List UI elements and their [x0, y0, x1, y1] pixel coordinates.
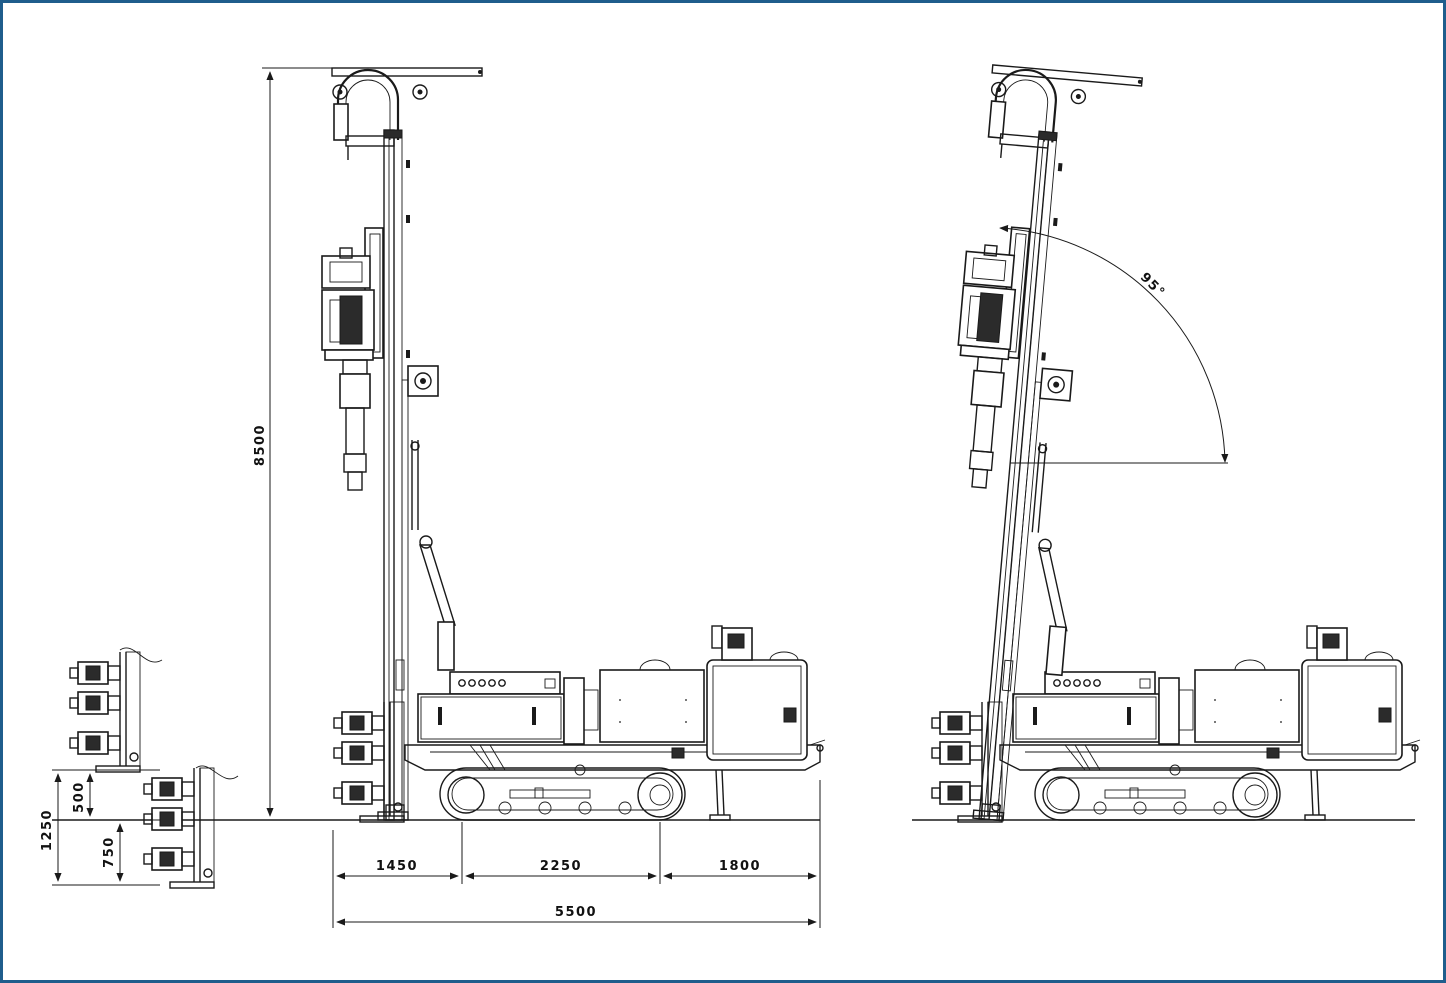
dim-length-chain: 1450 2250 1800 5500: [332, 780, 821, 928]
dim-rear-overhang-label: 1800: [719, 859, 761, 874]
dim-offset-mid: 750: [102, 823, 124, 882]
rig-upright-view: [320, 66, 826, 823]
dim-front-overhang-label: 1450: [376, 859, 418, 874]
dim-offset-total-label: 1250: [40, 809, 55, 851]
clamp-detail-lower: [143, 767, 215, 889]
dim-overall-length-label: 5500: [555, 905, 597, 920]
dim-offset-short-label: 500: [72, 781, 87, 813]
dim-mast-tilt: 95°: [999, 224, 1229, 464]
clamp-offset-detail: [52, 647, 239, 889]
carrier-left: [404, 625, 826, 821]
rig-tilted-view: [916, 62, 1421, 829]
dim-offset-mid-label: 750: [102, 836, 117, 868]
dim-total-height-label: 8500: [253, 424, 268, 466]
dim-offset-total: 1250: [40, 773, 62, 882]
dim-total-height: 8500: [253, 67, 332, 821]
dim-track-length-label: 2250: [540, 859, 582, 874]
clamp-detail-upper: [69, 651, 141, 773]
dim-offset-short: 500: [72, 773, 94, 817]
